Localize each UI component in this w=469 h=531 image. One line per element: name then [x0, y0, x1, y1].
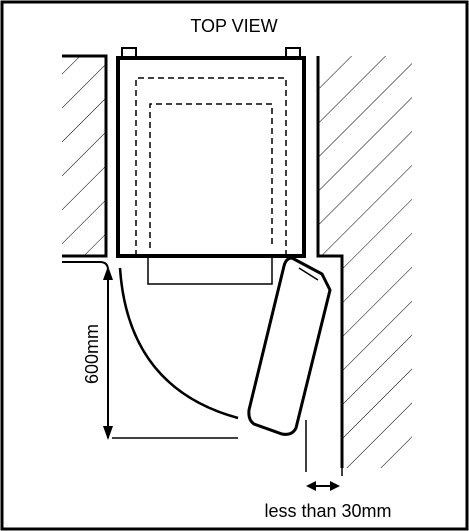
dimension-600mm	[103, 266, 238, 440]
left-wall	[62, 54, 109, 271]
door-swing-arc	[118, 267, 239, 420]
open-door	[247, 256, 332, 436]
gap-double-arrow	[306, 481, 340, 491]
gap-label: less than 30mm	[264, 501, 391, 521]
right-wall	[316, 56, 412, 468]
refrigerator-body	[116, 47, 306, 285]
diagram-title: TOP VIEW	[190, 16, 277, 36]
dimension-600mm-label: 600mm	[82, 324, 102, 384]
